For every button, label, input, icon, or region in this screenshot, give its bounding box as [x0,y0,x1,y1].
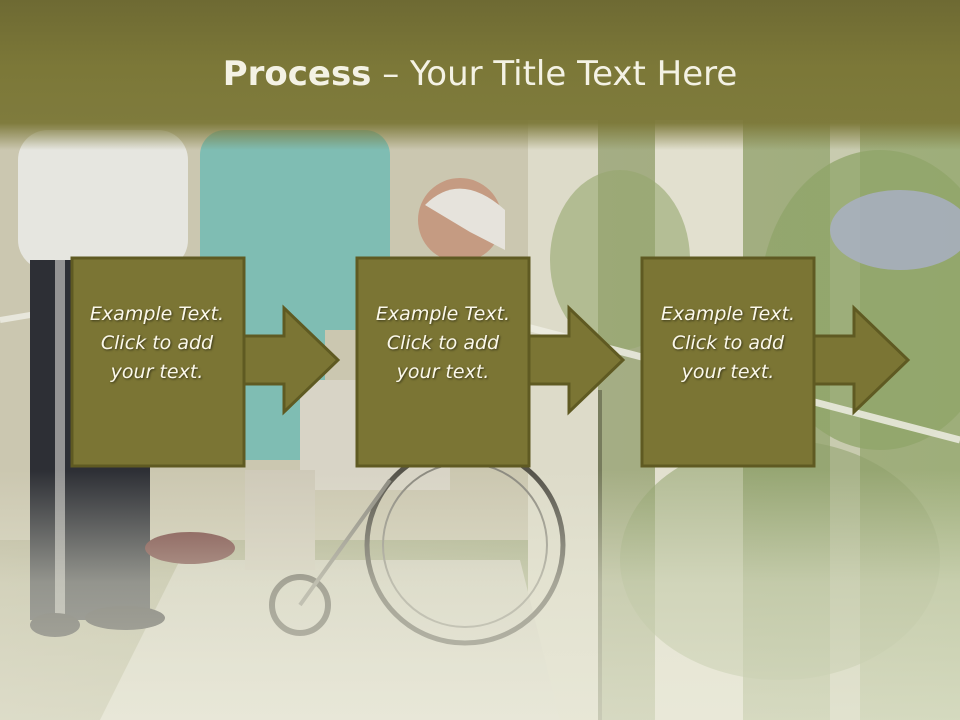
process-step-1-text[interactable]: Example Text. Click to add your text. [72,300,242,387]
step-text-line: Example Text. [89,303,225,325]
bottom-fade-overlay [0,470,960,720]
slide-title[interactable]: Process – Your Title Text Here [0,52,960,96]
process-step-1[interactable] [70,256,350,468]
process-step-2[interactable] [355,256,635,468]
step-text-line: Example Text. [375,303,511,325]
step-text-line: your text. [681,361,775,383]
step-text-line: your text. [110,361,204,383]
step-text-line: Click to add [386,332,500,354]
process-step-2-text[interactable]: Example Text. Click to add your text. [358,300,528,387]
step-text-line: Click to add [671,332,785,354]
process-step-3-text[interactable]: Example Text. Click to add your text. [643,300,813,387]
title-band [0,0,960,150]
process-step-3[interactable] [640,256,920,468]
title-rest: – Your Title Text Here [371,54,738,94]
title-strong: Process [222,54,372,94]
step-text-line: Click to add [100,332,214,354]
step-text-line: your text. [396,361,490,383]
step-text-line: Example Text. [660,303,796,325]
